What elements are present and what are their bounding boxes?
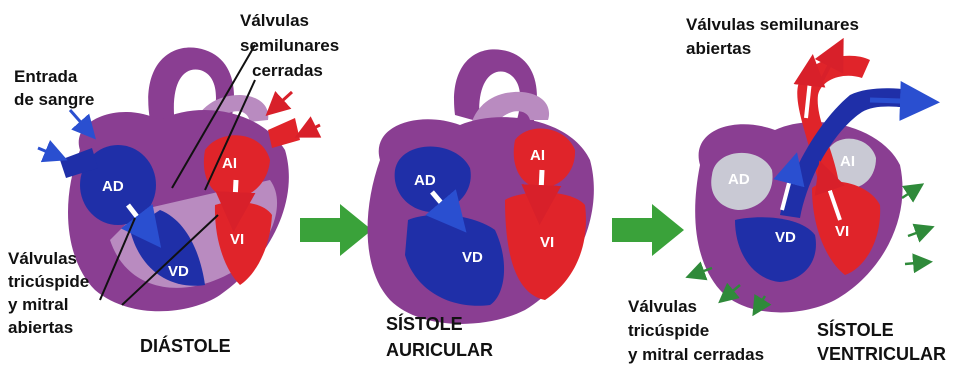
label-av-closed: Válvulas tricúspide y mitral cerradas (628, 297, 764, 364)
inflow-arrow-blue-1 (70, 110, 92, 135)
label-av-open: Válvulas tricúspide y mitral abiertas (8, 249, 94, 337)
phase-title-line-2: VENTRICULAR (817, 344, 946, 364)
chamber-label-la: AI (222, 155, 237, 172)
label-av-open-line-3: y mitral (8, 295, 68, 314)
inflow-arrow-blue-2 (38, 148, 62, 158)
label-inflow-line-1: Entrada (14, 67, 78, 86)
label-semilunar-open-line-2: abiertas (686, 39, 751, 58)
phase-title-diastole: DIÁSTOLE (140, 335, 231, 356)
label-semilunar-closed-line-1: Válvulas (240, 11, 309, 30)
flow-arrow-la-lv (540, 170, 542, 215)
flow-arrow-la-lv (234, 180, 236, 222)
chamber-label-rv: VD (775, 229, 796, 246)
chamber-label-la: AI (840, 153, 855, 170)
heart-panel-ventricular-systole: AD AI VD VI Válvulas semilunares abierta… (628, 15, 946, 364)
chamber-label-ra: AD (728, 171, 750, 188)
contraction-arrow-4 (902, 186, 920, 198)
contraction-arrow-5 (908, 228, 930, 236)
pulmonary-vein (268, 118, 300, 148)
chamber-label-lv: VI (540, 234, 554, 251)
chamber-label-lv: VI (230, 231, 244, 248)
label-av-open-line-1: Válvulas (8, 249, 77, 268)
phase-title-ventricular-systole: SÍSTOLE VENTRICULAR (817, 319, 946, 364)
chamber-label-rv: VD (168, 263, 189, 280)
label-av-closed-line-1: Válvulas (628, 297, 697, 316)
label-av-open-line-2: tricúspide (8, 272, 89, 291)
heart-panel-atrial-systole: AD AI VD VI SÍSTOLE AURICULAR (368, 49, 594, 360)
label-av-closed-line-3: y mitral cerradas (628, 345, 764, 364)
label-semilunar-open-line-1: Válvulas semilunares (686, 15, 859, 34)
phase-title-line-1: SÍSTOLE (386, 313, 463, 334)
label-semilunar-closed-line-3: cerradas (252, 61, 323, 80)
chamber-label-ra: AD (414, 172, 436, 189)
chamber-label-la: AI (530, 147, 545, 164)
inflow-arrow-red-2 (300, 125, 320, 135)
label-semilunar-closed-line-2: semilunares (240, 36, 339, 55)
phase-title-line-1: SÍSTOLE (817, 319, 894, 340)
label-inflow-line-2: de sangre (14, 90, 94, 109)
label-semilunar-closed: Válvulas semilunares cerradas (240, 11, 344, 80)
flow-arrow-pulmonary (870, 100, 930, 102)
label-av-closed-line-2: tricúspide (628, 321, 709, 340)
heart-panel-diastole: AD AI VD VI Entrada de sangre Válvulas s… (8, 11, 344, 356)
chamber-label-lv: VI (835, 223, 849, 240)
contraction-arrow-6 (905, 262, 928, 264)
label-inflow: Entrada de sangre (14, 67, 94, 109)
chamber-label-ra: AD (102, 178, 124, 195)
step-arrow-2 (612, 204, 684, 256)
phase-title-line-2: AURICULAR (386, 340, 493, 360)
step-arrow-1 (300, 204, 372, 256)
chamber-label-rv: VD (462, 249, 483, 266)
inflow-arrow-red-1 (270, 92, 292, 112)
label-av-open-line-4: abiertas (8, 318, 73, 337)
